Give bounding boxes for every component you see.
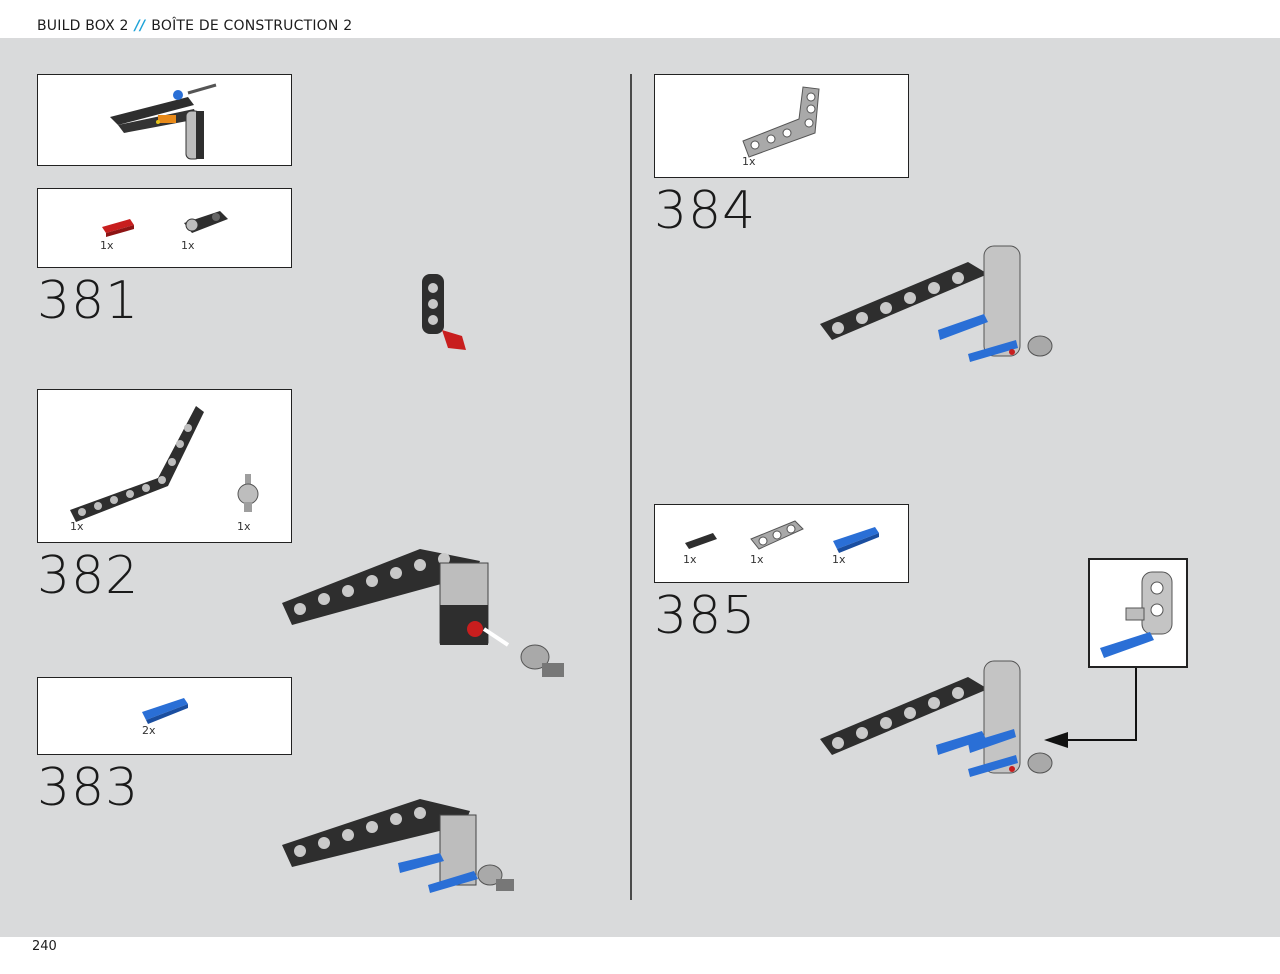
header-separator: // — [134, 18, 146, 34]
step-381-assembly — [422, 274, 466, 350]
header-title-right: BOÎTE DE CONSTRUCTION 2 — [151, 18, 353, 34]
step-384-number: 384 — [654, 181, 757, 241]
step-381-number: 381 — [37, 271, 140, 331]
blue-pin-icon — [142, 698, 188, 724]
step-382-parts-box: 1x 1x — [37, 389, 292, 543]
step-382-part-1-qty: 1x — [70, 520, 84, 533]
step-385-part-2-qty: 1x — [750, 553, 764, 566]
black-pin-icon — [685, 533, 717, 549]
header-title: BUILD BOX 2 // BOÎTE DE CONSTRUCTION 2 — [37, 18, 352, 34]
step-384-parts-box: 1x — [654, 74, 909, 178]
column-divider — [630, 74, 632, 900]
step-381-part-1-qty: 1x — [100, 239, 114, 252]
blue-pin-icon — [833, 527, 879, 553]
page-number: 240 — [32, 939, 57, 954]
step-385-part-1-qty: 1x — [683, 553, 697, 566]
callout-arrow — [1044, 668, 1137, 748]
callout-subassembly-icon — [1100, 571, 1173, 658]
bent-beam-icon — [70, 406, 204, 522]
step-381-parts-box: 1x 1x — [37, 188, 292, 268]
subassembly-icon — [110, 83, 217, 160]
step-385-callout-box — [1088, 558, 1188, 668]
step-384-assembly — [820, 245, 1053, 362]
red-axle-connector-icon — [102, 219, 134, 237]
page-footer — [0, 937, 1280, 974]
step-383-assembly — [282, 799, 514, 893]
step-382-assembly — [282, 549, 564, 677]
step-383-parts-box: 2x — [37, 677, 292, 755]
gray-beam-icon — [750, 520, 804, 550]
step-385-parts-box: 1x 1x 1x — [654, 504, 909, 583]
step-382-number: 382 — [37, 546, 140, 606]
step-381-part-2-qty: 1x — [181, 239, 195, 252]
gray-l-beam-icon — [742, 86, 820, 158]
black-connector-icon — [184, 211, 228, 233]
page-header: BUILD BOX 2 // BOÎTE DE CONSTRUCTION 2 — [0, 0, 1280, 38]
subassembly-callout-box — [37, 74, 292, 166]
step-385-assembly — [820, 660, 1053, 777]
step-384-part-1-qty: 1x — [742, 155, 756, 168]
ball-connector-icon — [237, 474, 259, 512]
step-385-part-3-qty: 1x — [832, 553, 846, 566]
header-title-left: BUILD BOX 2 — [37, 18, 129, 34]
step-383-part-1-qty: 2x — [142, 724, 156, 737]
step-382-part-2-qty: 1x — [237, 520, 251, 533]
step-383-number: 383 — [37, 758, 140, 818]
step-385-number: 385 — [654, 586, 757, 646]
